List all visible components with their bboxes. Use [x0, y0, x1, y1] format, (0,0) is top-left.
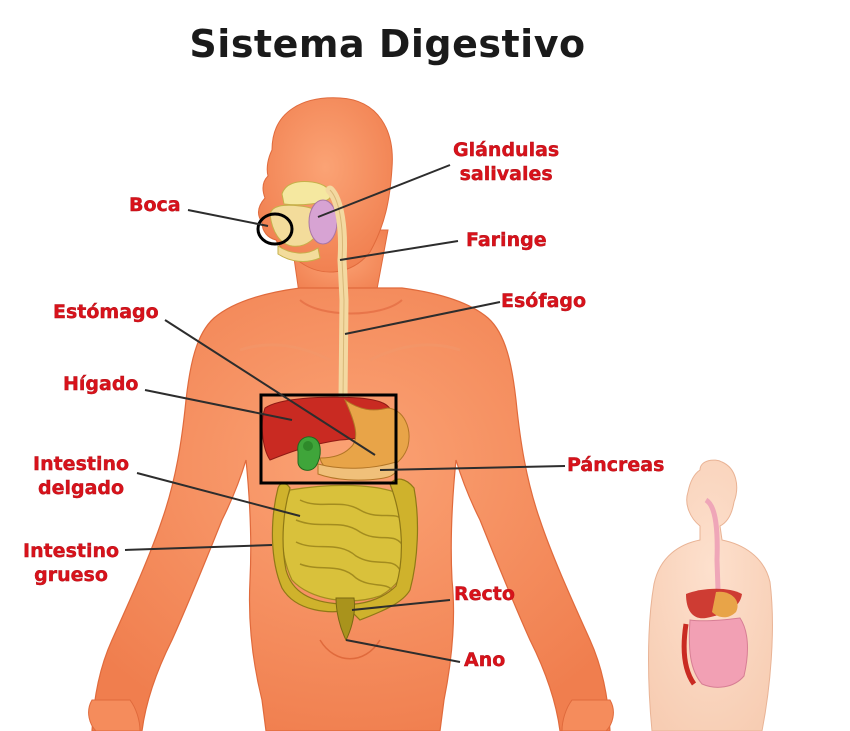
label-esofago: Esófago [501, 290, 587, 312]
label-estomago: Estómago [53, 301, 159, 323]
organ-highlight-box [259, 393, 398, 485]
leader-lines [124, 164, 566, 663]
label-intestino-delgado: Intestino delgado [33, 453, 130, 499]
salivary-glands [308, 199, 338, 245]
label-glandulas-salivales: Glándulas salivales [453, 139, 560, 185]
label-boca: Boca [129, 194, 181, 216]
mouth-highlight-circle [256, 212, 294, 246]
page-title: Sistema Digestivo [189, 22, 586, 66]
label-pancreas: Páncreas [567, 454, 665, 476]
label-higado: Hígado [63, 373, 139, 395]
label-faringe: Faringe [466, 229, 547, 251]
label-ano: Ano [464, 649, 506, 671]
label-recto: Recto [454, 583, 515, 605]
small-intestine [281, 484, 415, 602]
label-intestino-grueso: Intestino grueso [23, 540, 120, 586]
reference-figure [648, 459, 773, 731]
